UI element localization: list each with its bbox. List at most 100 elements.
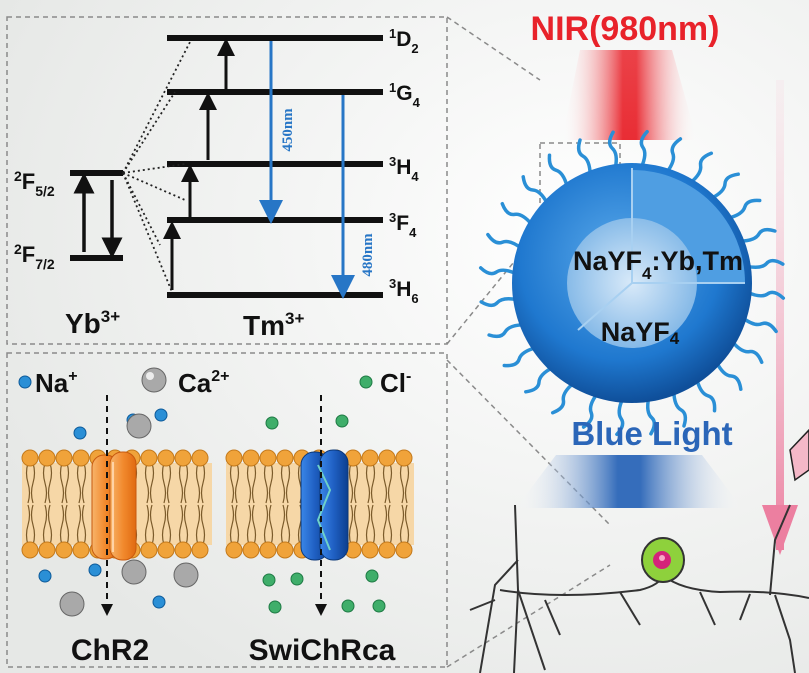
cl-ion <box>335 414 349 428</box>
ca-ion <box>173 562 199 588</box>
lipid-head <box>72 449 90 467</box>
tm-level-label-1d2: 1D2 <box>389 26 419 56</box>
tm-ion-label: Tm3+ <box>243 309 304 341</box>
blue-beam <box>516 455 742 508</box>
ligand-chain <box>524 365 555 394</box>
cl-ion <box>341 599 355 613</box>
ligand-chain <box>478 266 519 276</box>
ligand-chain <box>479 296 519 308</box>
lipid-head <box>259 449 277 467</box>
ligand-chain <box>745 258 785 270</box>
lipid-head <box>361 541 379 559</box>
ligand-chain <box>730 339 764 365</box>
ligand-chain <box>615 396 625 437</box>
cl-ion <box>365 569 379 583</box>
lipid-head <box>72 541 90 559</box>
ligand-chain <box>709 172 740 201</box>
lipid-head <box>157 449 175 467</box>
cl-ion <box>372 599 386 613</box>
surface-ligands <box>478 129 786 437</box>
lipid-head <box>395 449 413 467</box>
na-ion <box>38 569 52 583</box>
ligand-chain <box>486 232 524 250</box>
ligand-chain <box>550 381 576 415</box>
callout-line-mid <box>446 229 541 345</box>
ligand-chain <box>738 227 777 243</box>
ligand-chain <box>639 129 649 170</box>
na-ion <box>73 426 87 440</box>
ligand-chain <box>665 137 683 175</box>
fiber-tip <box>789 428 809 482</box>
ligand-chain <box>576 138 592 177</box>
lipid-head <box>242 541 260 559</box>
ligand-chain <box>487 323 526 339</box>
tm-level-label-1g4: 1G4 <box>389 80 421 110</box>
tm-level-label-3f4: 3F4 <box>389 210 417 240</box>
ligand-chain <box>502 346 538 368</box>
lipid-head <box>191 541 209 559</box>
energy-panel-frame <box>6 16 448 345</box>
ligand-chain <box>581 391 599 429</box>
upconversion-arrows <box>163 38 235 290</box>
cl-ion-label: Cl- <box>380 368 411 398</box>
cl-ion <box>262 573 276 587</box>
ligand-chain <box>645 396 657 436</box>
lipid-head <box>174 541 192 559</box>
cl-ion-icon <box>359 375 373 389</box>
lipid-head <box>140 541 158 559</box>
lipid-head <box>259 541 277 559</box>
neuron <box>469 504 809 673</box>
lipid-head <box>225 541 243 559</box>
lipid-head <box>378 449 396 467</box>
ca-ion <box>121 559 147 585</box>
na-ion-icon <box>18 375 32 389</box>
lipid-head <box>38 541 56 559</box>
ions-left-channel <box>38 408 199 617</box>
ligand-chain <box>688 151 714 185</box>
cl-ion <box>290 572 304 586</box>
chr2-label: ChR2 <box>71 634 149 667</box>
emission-label-450: 450nm <box>280 108 296 152</box>
cl-ion <box>265 416 279 430</box>
chr2-channel <box>91 451 137 561</box>
ca-ion <box>126 413 152 439</box>
cl-ion <box>268 600 282 614</box>
lipid-head <box>38 449 56 467</box>
nanoparticle: NaYF4:Yb,Tm NaYF4 <box>478 129 786 437</box>
ligand-chain <box>726 198 762 220</box>
lipid-head <box>361 449 379 467</box>
ligand-chain <box>547 153 569 189</box>
ligand-chain <box>607 130 619 170</box>
ligand-chain <box>672 389 688 428</box>
callout-line-top <box>446 16 541 81</box>
lipid-head <box>276 449 294 467</box>
yb-upper-level-label: 2F5/2 <box>14 168 55 199</box>
lipid-head <box>395 541 413 559</box>
energy-level-diagram: 450nm 480nm 2F5/2 2F7/2 1D2 1G4 3H4 3F4 … <box>14 26 421 341</box>
lipid-head <box>140 449 158 467</box>
yb-lower-level-label: 2F7/2 <box>14 241 55 272</box>
ligand-chain <box>745 290 786 300</box>
lipid-head <box>191 449 209 467</box>
core-composition-label: NaYF4:Yb,Tm <box>573 246 743 283</box>
ligand-chain <box>714 360 743 391</box>
lipid-head <box>276 541 294 559</box>
tm-level-label-3h6: 3H6 <box>389 276 419 306</box>
lipid-head <box>21 541 39 559</box>
shell-composition-label: NaYF4 <box>601 317 680 348</box>
lipid-head <box>225 449 243 467</box>
lipid-head <box>174 449 192 467</box>
lipid-head <box>55 449 73 467</box>
ligand-chain <box>695 377 717 413</box>
membrane-panel-frame <box>6 352 448 668</box>
ions-right-channel <box>262 414 386 614</box>
swichrca-channel <box>300 449 349 561</box>
lipid-head <box>378 541 396 559</box>
energy-transfer-lines <box>122 41 191 293</box>
na-ion <box>154 408 168 422</box>
lipid-head <box>21 449 39 467</box>
na-ion <box>152 595 166 609</box>
nir-label: NIR(980nm) <box>531 10 720 48</box>
yb-ion-label: Yb3+ <box>65 307 120 339</box>
